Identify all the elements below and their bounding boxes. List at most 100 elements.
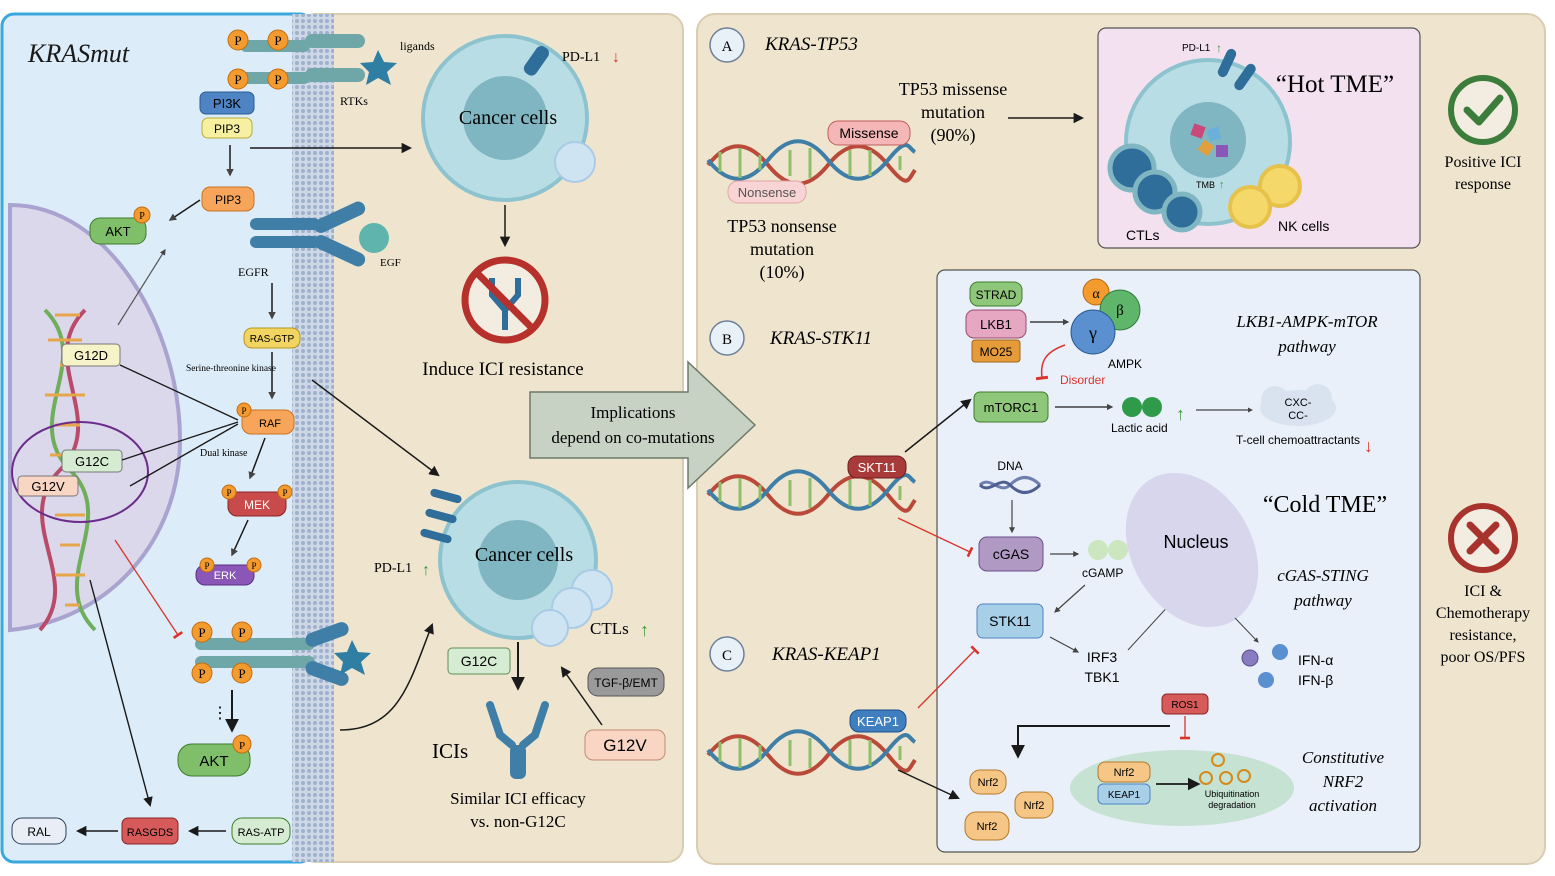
- pdl1-bottom-label: PD-L1: [374, 561, 412, 576]
- akt-label-top: AKT: [105, 224, 130, 239]
- mtorc1-label: mTORC1: [984, 400, 1039, 415]
- cxc-line2: CC-: [1288, 410, 1308, 422]
- rasgds-box: [121, 817, 179, 845]
- nrf2-complex-box: [1097, 761, 1151, 783]
- ampk-gamma-label: γ: [1088, 323, 1097, 343]
- arrow-g12v-cancer: [560, 666, 603, 726]
- g12d-box: [61, 343, 121, 367]
- phospho-group-top: P P P P: [227, 29, 289, 90]
- svg-text:P: P: [198, 666, 205, 681]
- erk-phospho-2: [246, 557, 262, 573]
- panel-b-marker: [709, 320, 745, 356]
- no-antibody-icon: [461, 256, 549, 344]
- similar-efficacy-line2: vs. non-G12C: [470, 812, 565, 831]
- ifn-beta-label: IFN-β: [1298, 672, 1333, 688]
- panel-c-marker: [709, 636, 745, 672]
- ligands-label: ligands: [400, 39, 435, 53]
- nrf2-box-3: [964, 811, 1010, 841]
- arrow-mek-erk: [231, 519, 249, 557]
- ras-atp-box: [231, 817, 291, 845]
- tp53-missense-line2: mutation: [921, 102, 985, 122]
- missense-box: [827, 120, 911, 146]
- g12v-middle-box: [584, 729, 666, 761]
- nrf2-label-1: Nrf2: [978, 777, 999, 789]
- svg-text:P: P: [274, 72, 281, 87]
- ras-gtp-box: [243, 327, 301, 349]
- ros1-box: [1161, 693, 1209, 715]
- constitutive-line2: NRF2: [1322, 772, 1364, 791]
- lactic-up: ↑: [1176, 404, 1185, 424]
- arrow-complex-nrf2: [1011, 725, 1170, 759]
- ampk-label: AMPK: [1108, 357, 1142, 371]
- strad-label: STRAD: [976, 288, 1017, 302]
- induce-resistance-label: Induce ICI resistance: [422, 359, 583, 380]
- krasmut-title: KRASmut: [27, 39, 130, 68]
- tp53-missense-line1: TP53 missense: [899, 79, 1008, 99]
- line-g12v-raf: [129, 423, 239, 487]
- akt-box-bottom: [177, 743, 251, 777]
- mek-phospho-1: [221, 484, 237, 500]
- lactic-label: Lactic acid: [1111, 421, 1168, 435]
- dna-helix-keap1: [706, 729, 917, 776]
- pdl1-down-arrow: ↓: [612, 49, 620, 66]
- arrow-ras-cancer-bottom: [311, 379, 440, 477]
- pip3-label-top: PIP3: [214, 122, 240, 136]
- strad-box: [969, 281, 1023, 307]
- arrow-cgamp-stk11: [1054, 584, 1086, 613]
- mek-label: MEK: [244, 498, 270, 512]
- panel-b-letter: B: [722, 332, 732, 348]
- raf-label: RAF: [259, 418, 281, 430]
- tcell-chemo-label: T-cell chemoattractants: [1236, 433, 1360, 447]
- cell-membrane: [292, 14, 334, 862]
- ifn-dot-2: [1272, 644, 1288, 660]
- ctls-up-arrow: ↑: [640, 620, 649, 640]
- nrf2-label-2: Nrf2: [1024, 800, 1045, 812]
- pip3-label: PIP3: [215, 193, 241, 207]
- disorder-label: Disorder: [1060, 373, 1105, 387]
- lkb1-box: [965, 309, 1027, 339]
- cgamp-label: cGAMP: [1082, 566, 1123, 580]
- lkb1-label: LKB1: [980, 317, 1012, 332]
- cancer-cell-top: [421, 34, 596, 202]
- erk-label: ERK: [214, 570, 237, 582]
- erk-phospho-1: [199, 557, 215, 573]
- raf-phospho: [236, 402, 252, 418]
- mo25-label: MO25: [980, 345, 1013, 359]
- pathway2-line2: pathway: [1293, 591, 1352, 610]
- svg-text:P: P: [234, 33, 241, 48]
- inhibit-skt11-cgas: [897, 517, 974, 558]
- panel-a-letter: A: [722, 39, 733, 55]
- mek-box: [227, 491, 287, 517]
- line-g12d-raf: [119, 364, 239, 421]
- tp53-nonsense-line3: (10%): [760, 262, 805, 283]
- panel-c-title: KRAS-KEAP1: [771, 644, 881, 665]
- arrow-irf3-nucleus: [1127, 601, 1173, 651]
- x-icon: [1448, 503, 1518, 573]
- panel-c-letter: C: [722, 648, 732, 664]
- pathway1-line2: pathway: [1277, 337, 1336, 356]
- akt-box-top: [89, 217, 147, 245]
- pip3-box-top: [201, 117, 253, 139]
- g12c-middle-box: [447, 647, 511, 675]
- arrow-stk11-irf3: [1049, 636, 1080, 653]
- g12v-middle-label: G12V: [603, 736, 647, 755]
- svg-text:P: P: [238, 666, 245, 681]
- cgamp-dot-2: [1108, 540, 1128, 560]
- nonsense-label: Nonsense: [738, 185, 797, 200]
- rtk-receptor-bottom: [195, 622, 371, 686]
- stk11-box: [976, 603, 1044, 639]
- pathway2-line1: cGAS-STING: [1277, 566, 1369, 585]
- akt-phospho-bottom: [232, 734, 252, 754]
- ros1-label: ROS1: [1171, 700, 1199, 711]
- egfr-label: EGFR: [238, 265, 269, 279]
- g12c-label: G12C: [75, 454, 109, 469]
- hot-pdl1-up: ↑: [1216, 41, 1222, 55]
- implications-line2: depend on co-mutations: [551, 428, 714, 447]
- svg-text:P: P: [139, 211, 145, 222]
- ubiq-dot-4: [1237, 769, 1251, 783]
- nucleus-shape: [1125, 472, 1259, 628]
- mo25-box: [971, 339, 1021, 363]
- ubiquitination-line1: Ubiquitination: [1205, 789, 1260, 799]
- similar-efficacy-line1: Similar ICI efficacy: [450, 789, 586, 808]
